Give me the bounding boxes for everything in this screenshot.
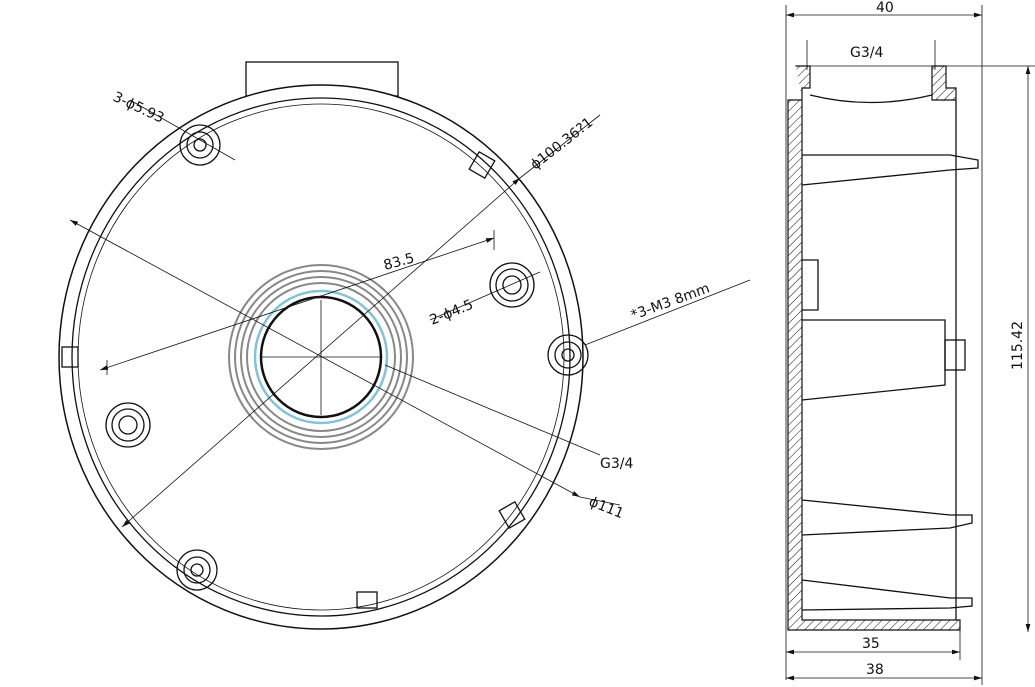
label-thread: G3/4 — [600, 456, 633, 472]
label-screw: *3-M3 8mm — [629, 280, 712, 323]
label-height: 115.42 — [1010, 321, 1026, 370]
label-diameter-outer: ϕ111 — [587, 494, 626, 522]
label-hole-small: 3-ϕ5.93 — [110, 89, 166, 126]
side-view: 40 G3/4 115.42 35 38 — [785, 0, 1035, 685]
label-side-thread: G3/4 — [850, 45, 883, 61]
label-width-total: 40 — [876, 0, 894, 16]
label-diameter-inner: ϕ100.36?1 — [528, 115, 597, 174]
label-depth-outer: 38 — [866, 662, 884, 678]
label-pitch: 83.5 — [382, 250, 416, 274]
front-view: 3-ϕ5.93 ϕ100.36?1 83.5 2-ϕ4.5 *3-M3 8mm … — [58, 61, 751, 630]
label-depth-inner: 35 — [862, 636, 880, 652]
